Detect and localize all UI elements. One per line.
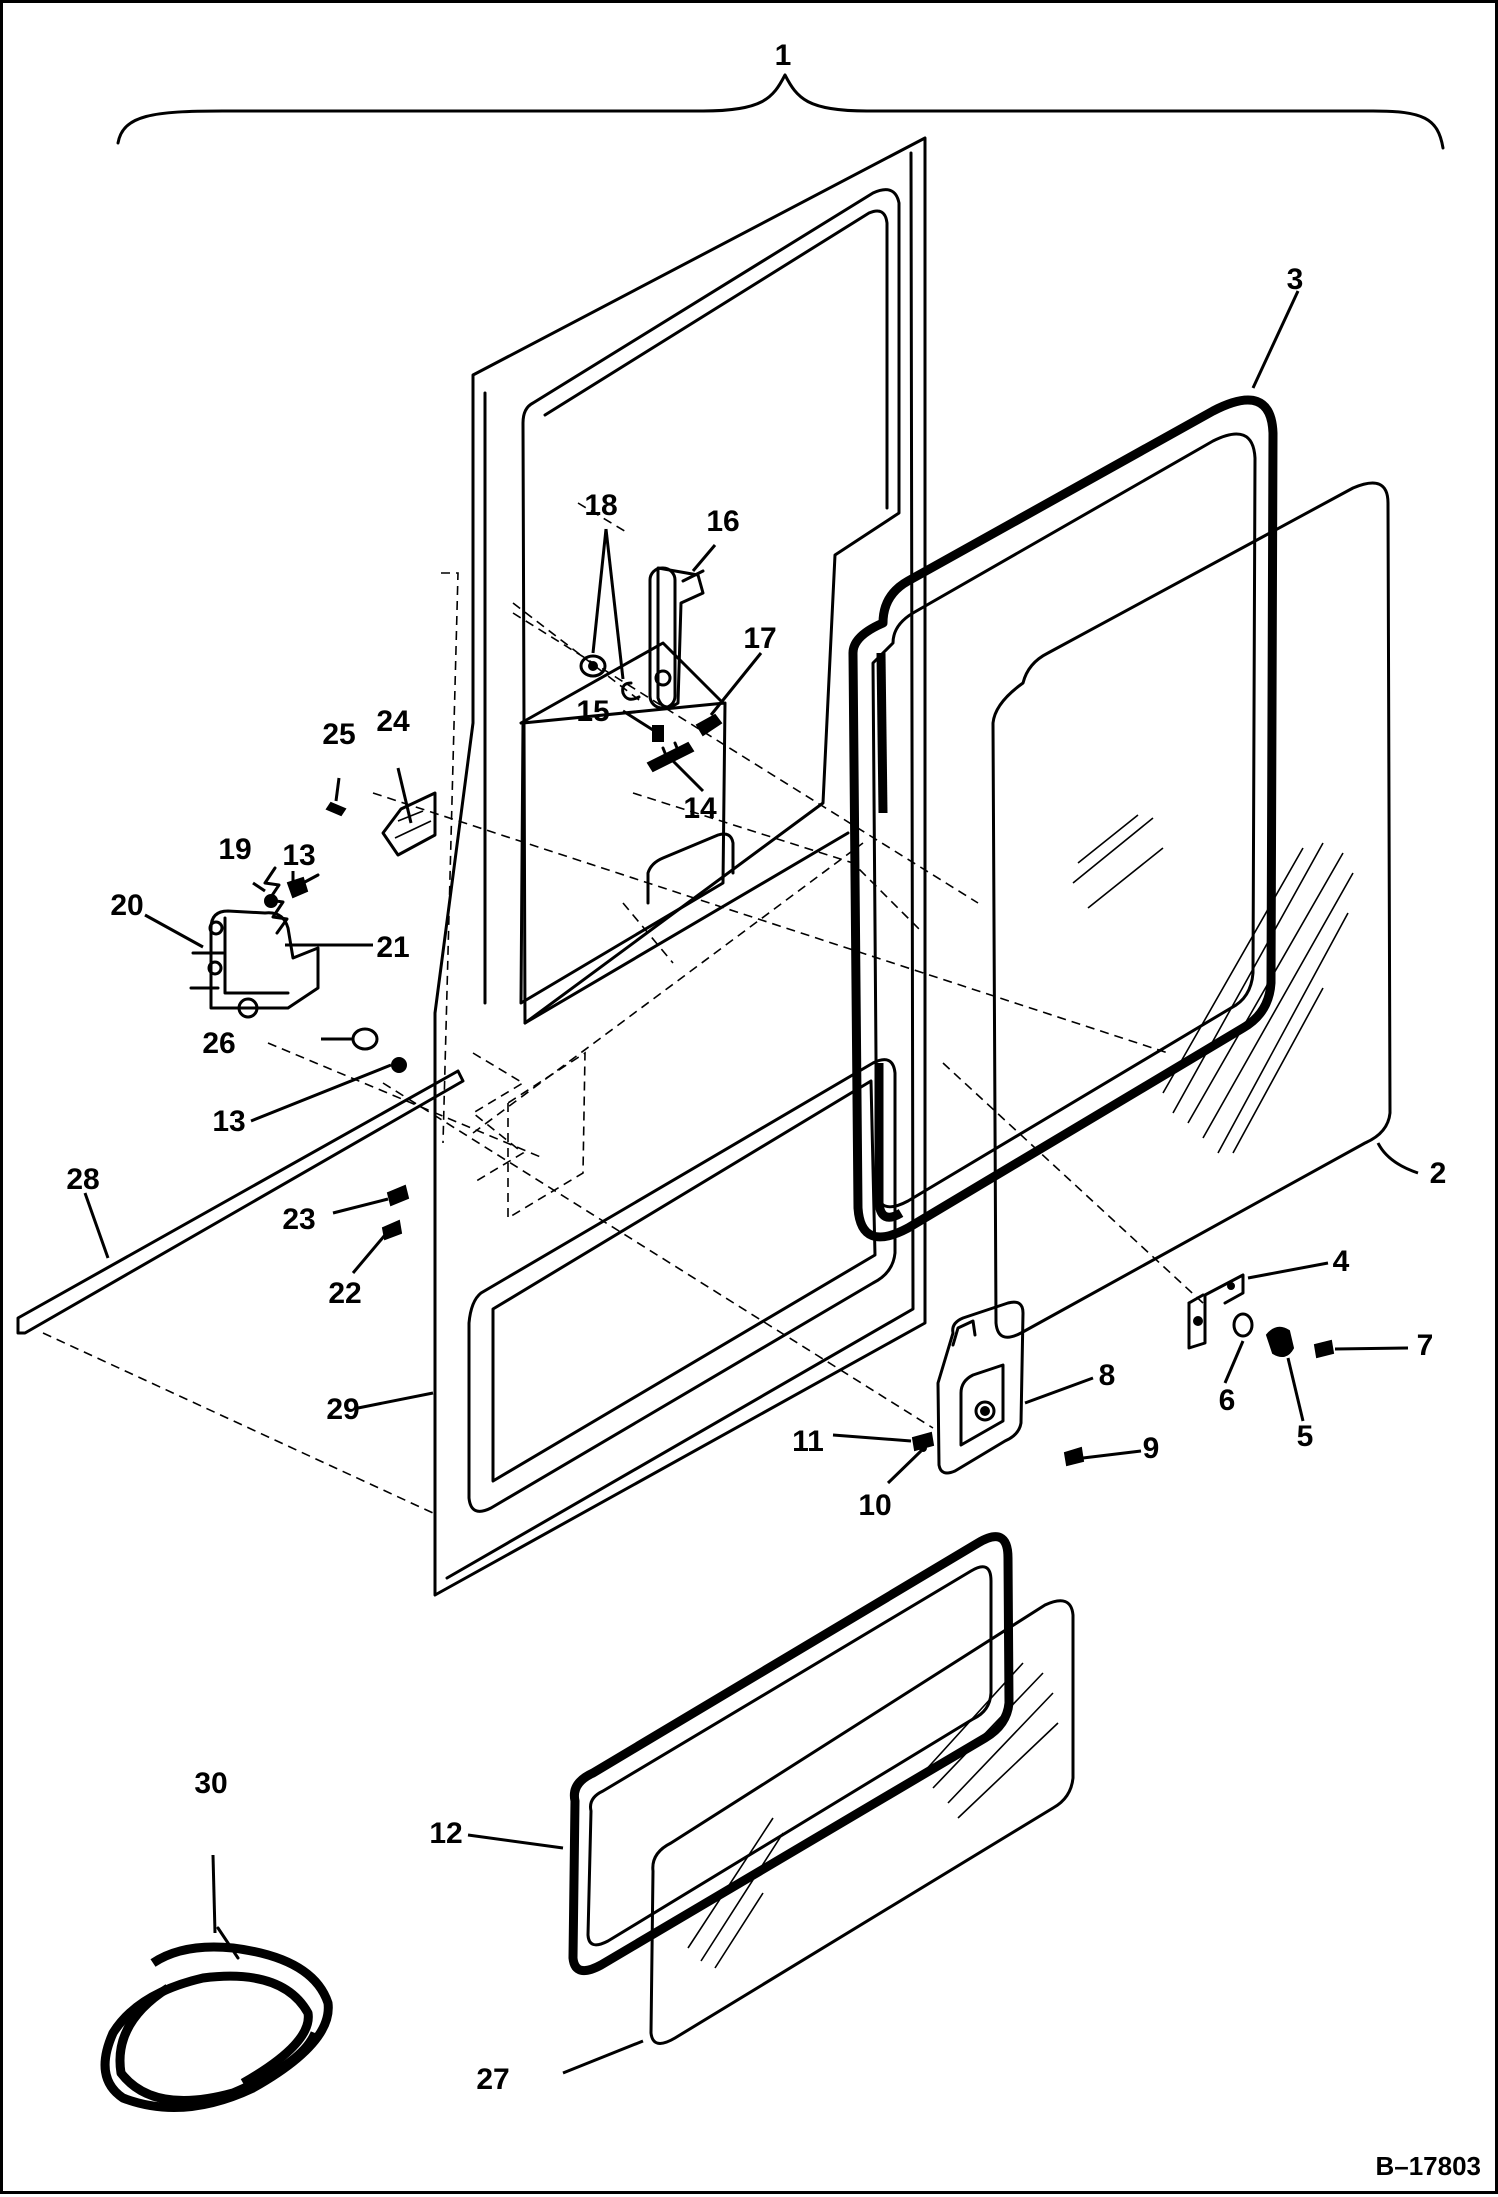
bracket-24 [381,791,437,857]
washer-26 [351,1027,379,1051]
callout-2: 2 [1430,1157,1447,1190]
screw-11 [911,1431,935,1452]
screw-25 [325,801,347,817]
rod-28 [16,1069,465,1335]
callout-27: 27 [476,2063,509,2096]
callout-3: 3 [1287,263,1304,296]
callout-10: 10 [858,1489,891,1522]
assembly-brace [116,73,1445,150]
small-seal [568,1532,1014,1976]
callout-20: 20 [110,889,143,922]
callout-24: 24 [376,705,410,738]
door-frame [433,136,927,1597]
callout-4: 4 [1333,1245,1350,1278]
washer-large [579,654,607,678]
callout-23: 23 [282,1203,315,1236]
door-handle [936,1300,1025,1475]
callout-leaders [83,290,1419,2075]
screw-9 [1063,1446,1085,1467]
callout-labels: 1 2 3 4 5 6 7 8 9 10 11 12 13 13 14 15 1… [66,39,1446,2096]
callout-5: 5 [1297,1420,1314,1453]
latch-bracket [648,566,705,710]
callout-28: 28 [66,1163,99,1196]
large-seal [848,395,1278,1242]
callout-26: 26 [202,1027,235,1060]
callout-12: 12 [429,1817,462,1850]
nut-19 [264,894,278,908]
callout-13-upper: 13 [282,839,315,872]
callout-25: 25 [322,718,355,751]
washer-10 [919,1444,927,1452]
small-glass [649,1599,1075,2045]
washer-split [621,681,641,701]
callout-13-lower: 13 [212,1105,245,1138]
exploded-parts-diagram: 1 2 3 4 5 6 7 8 9 10 11 12 13 13 14 15 1… [16,39,1481,2181]
screw-7 [1313,1339,1335,1359]
callout-18: 18 [584,489,617,522]
nut-13-lower [391,1057,407,1073]
striker-plate [1187,1273,1245,1350]
callout-21: 21 [376,931,409,964]
coiled-hose [100,1926,333,2112]
callout-6: 6 [1219,1384,1236,1417]
callout-8: 8 [1099,1359,1116,1392]
callout-16: 16 [706,505,739,538]
bolt-23 [386,1184,410,1207]
assembly-guide-lines [42,502,1204,1514]
callout-29: 29 [326,1393,359,1426]
screw-15 [652,725,664,742]
washer-6 [1232,1312,1254,1338]
figure-number: B–17803 [1375,2151,1481,2181]
callout-14: 14 [683,792,717,825]
callout-22: 22 [328,1277,361,1310]
latch-14 [646,741,695,773]
callout-11: 11 [792,1425,824,1458]
callout-9: 9 [1143,1432,1160,1465]
knob-5 [1265,1326,1295,1358]
screw-17 [695,713,723,737]
callout-15: 15 [576,695,609,728]
large-glass [991,481,1392,1339]
callout-17: 17 [743,622,776,655]
callout-7: 7 [1417,1329,1434,1362]
hinge-assembly [189,909,320,1019]
callout-1: 1 [775,39,792,72]
callout-30: 30 [194,1767,227,1800]
callout-19: 19 [218,833,251,866]
